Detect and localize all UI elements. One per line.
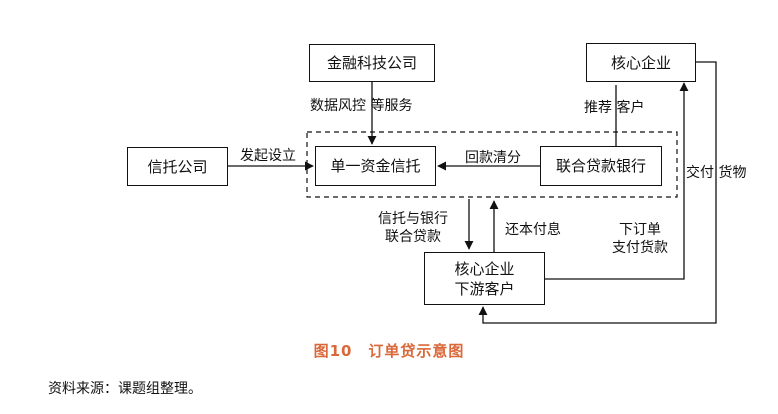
node-core-top-label: 核心企业 bbox=[610, 53, 671, 72]
label-loan-line2: 联合贷款 bbox=[385, 229, 441, 245]
figure-caption: 图10 订单贷示意图 bbox=[313, 342, 465, 360]
node-downstream-line1: 核心企业 bbox=[454, 259, 515, 278]
edge-core-to-downstream bbox=[478, 61, 717, 324]
node-trust-company: 信托公司 bbox=[127, 147, 228, 186]
label-repay-collect: 回款清分 bbox=[465, 150, 521, 166]
node-fintech-label: 金融科技公司 bbox=[326, 54, 417, 72]
label-deliver-goods: 交付 货物 bbox=[686, 165, 747, 181]
node-core-enterprise-top: 核心企业 bbox=[586, 43, 696, 82]
node-downstream-line2: 下游客户 bbox=[454, 279, 515, 298]
label-order-line2: 支付货款 bbox=[612, 240, 668, 256]
label-recommend-customer: 推荐 客户 bbox=[584, 100, 645, 116]
label-repay-principal-interest: 还本付息 bbox=[505, 222, 561, 238]
node-single-trust: 单一资金信托 bbox=[315, 146, 436, 186]
node-fintech-company: 金融科技公司 bbox=[309, 44, 435, 82]
label-trust-bank-loan: 信托与银行 联合贷款 bbox=[378, 210, 448, 246]
node-downstream-customer: 核心企业 下游客户 bbox=[424, 252, 545, 305]
label-initiate-setup: 发起设立 bbox=[240, 148, 296, 164]
node-joint-bank: 联合贷款银行 bbox=[540, 146, 662, 186]
label-loan-line1: 信托与银行 bbox=[378, 211, 448, 227]
label-order-line1: 下订单 bbox=[619, 222, 661, 238]
source-note: 资料来源：课题组整理。 bbox=[48, 381, 202, 397]
node-joint-bank-label: 联合贷款银行 bbox=[555, 157, 646, 175]
label-data-risk-service: 数据风控 等服务 bbox=[310, 98, 413, 114]
label-order-payment: 下订单 支付货款 bbox=[612, 221, 668, 257]
node-single-trust-label: 单一资金信托 bbox=[330, 157, 421, 175]
edge-downstream-to-core bbox=[545, 82, 689, 280]
node-trust-company-label: 信托公司 bbox=[147, 157, 208, 176]
